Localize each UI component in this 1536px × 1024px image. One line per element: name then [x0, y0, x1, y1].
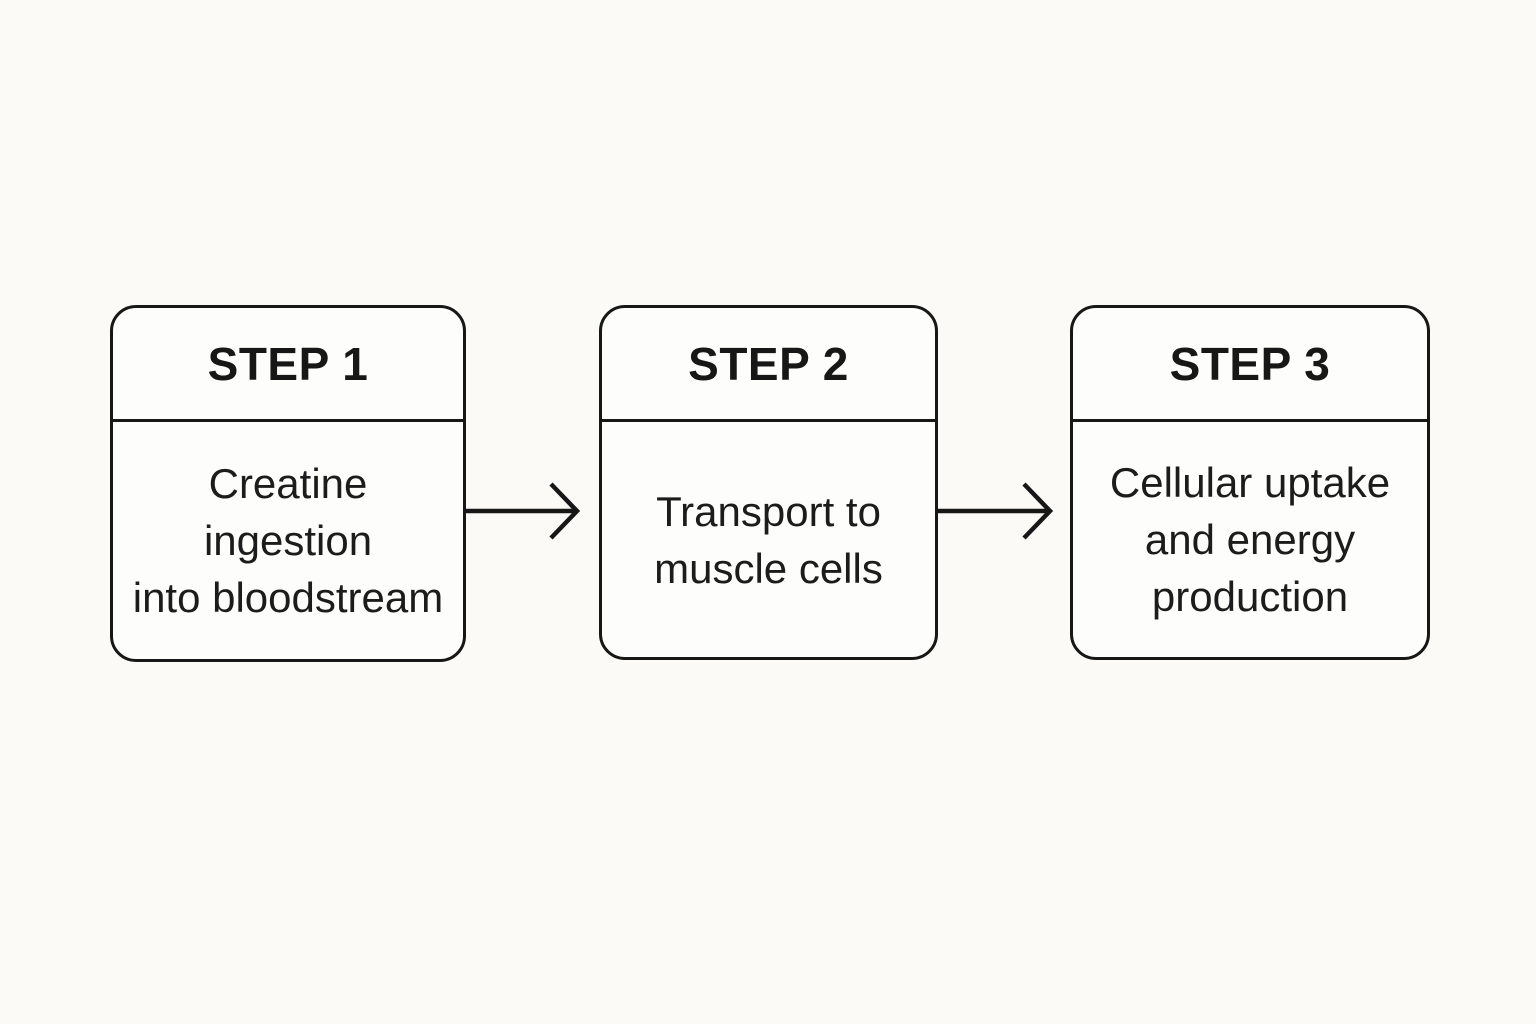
step-3-header: STEP 3	[1073, 308, 1427, 422]
step-2-box: STEP 2 Transport to muscle cells	[599, 305, 938, 660]
step-2-body-line: muscle cells	[654, 544, 883, 592]
step-2-header: STEP 2	[602, 308, 935, 422]
step-1-box: STEP 1 Creatine ingestion into bloodstre…	[110, 305, 466, 662]
step-3-body: Cellular uptake and energy production	[1073, 422, 1427, 657]
arrow-right-icon	[936, 472, 1054, 550]
step-1-body: Creatine ingestion into bloodstream	[113, 422, 463, 659]
step-1-body-line: Creatine	[208, 460, 368, 507]
arrow-right-icon	[463, 472, 581, 550]
step-3-body-line: and energy	[1144, 516, 1356, 563]
step-2-body-line: Transport to	[656, 487, 881, 535]
step-3-box: STEP 3 Cellular uptake and energy produc…	[1070, 305, 1430, 660]
step-2-body: Transport to muscle cells	[602, 422, 935, 657]
step-1-body-line: into bloodstream	[132, 574, 444, 621]
step-1-header: STEP 1	[113, 308, 463, 422]
step-3-body-line: production	[1151, 573, 1349, 620]
step-1-body-line: ingestion	[203, 517, 373, 564]
step-3-body-line: Cellular uptake	[1109, 459, 1391, 506]
